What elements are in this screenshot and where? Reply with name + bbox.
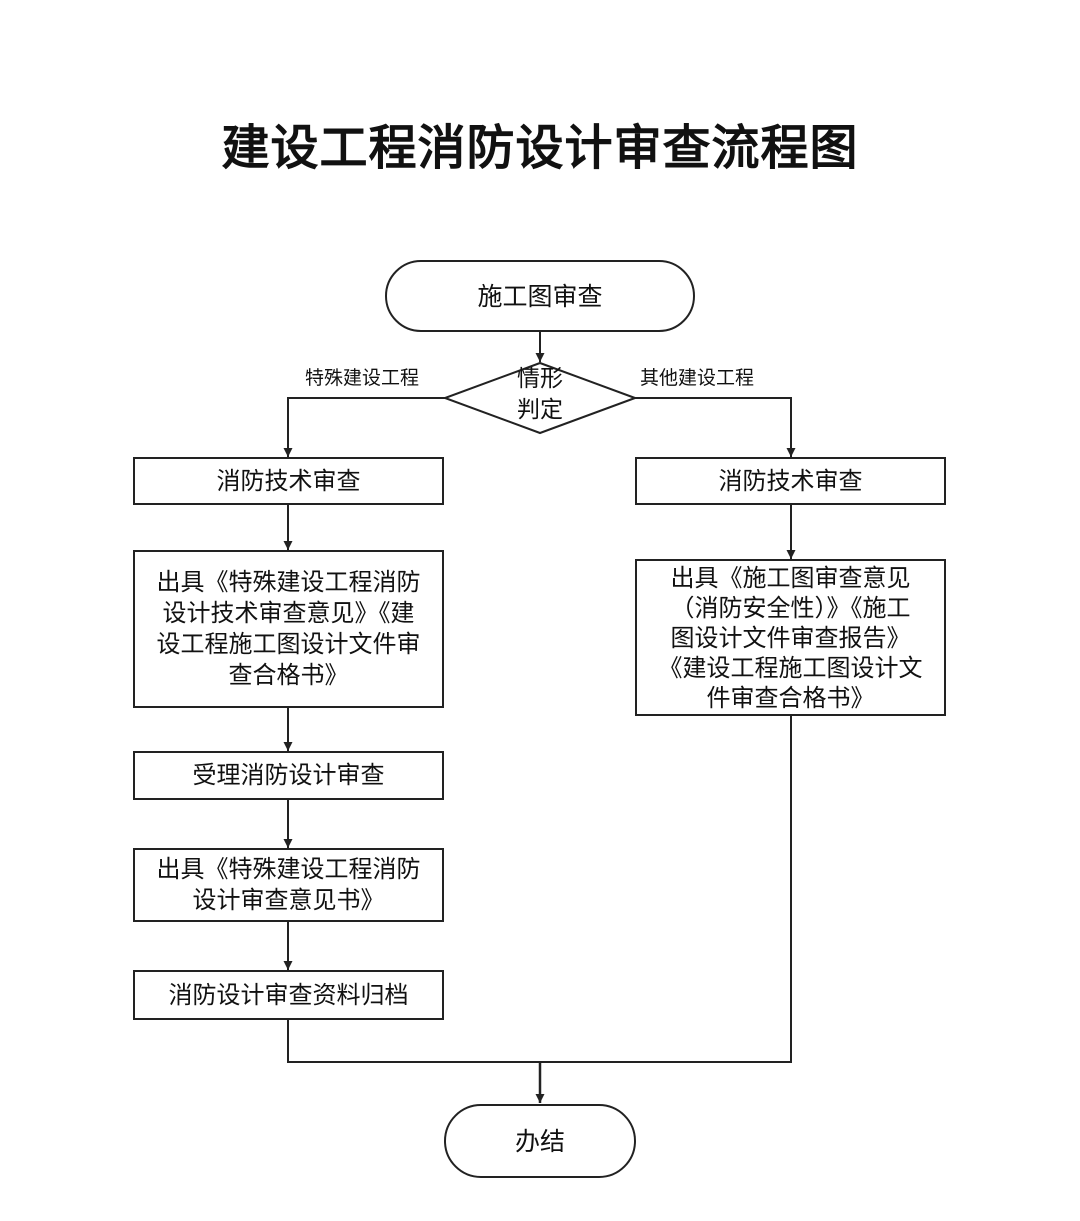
left-step-2-label: 出具《特殊建设工程消防 设计技术审查意见》《建 设工程施工图设计文件审 查合格书… — [156, 568, 421, 689]
left-step-archive-records: 消防设计审查资料归档 — [133, 970, 444, 1020]
right-step-1-label: 消防技术审查 — [718, 466, 863, 495]
left-step-issue-review-opinion: 出具《特殊建设工程消防 设计审查意见书》 — [133, 848, 444, 922]
end-terminal: 办结 — [444, 1104, 636, 1178]
decision-diamond — [442, 361, 638, 435]
right-step-2-label: 出具《施工图审查意见 （消防安全性）》《施工 图设计文件审查报告》 《建设工程施… — [658, 563, 923, 712]
right-step-issue-review-documents: 出具《施工图审查意见 （消防安全性）》《施工 图设计文件审查报告》 《建设工程施… — [635, 559, 946, 716]
decision-label: 情形 判定 — [517, 366, 563, 423]
left-step-accept-design-review: 受理消防设计审查 — [133, 751, 444, 800]
start-terminal: 施工图审查 — [385, 260, 695, 332]
right-branch-label: 其他建设工程 — [640, 367, 755, 389]
left-step-1-label: 消防技术审查 — [216, 466, 361, 495]
left-step-fire-technical-review: 消防技术审查 — [133, 457, 444, 505]
start-label: 施工图审查 — [477, 281, 603, 311]
end-label: 办结 — [514, 1126, 565, 1156]
connector-decision-to-left — [283, 397, 445, 457]
left-step-issue-technical-opinion: 出具《特殊建设工程消防 设计技术审查意见》《建 设工程施工图设计文件审 查合格书… — [133, 550, 444, 708]
connector-decision-to-right — [635, 397, 796, 457]
connector-right-to-merge — [540, 716, 792, 1063]
right-step-fire-technical-review: 消防技术审查 — [635, 457, 946, 505]
left-branch-label: 特殊建设工程 — [305, 367, 420, 389]
page-title: 建设工程消防设计审查流程图 — [221, 120, 859, 176]
left-step-4-label: 出具《特殊建设工程消防 设计审查意见书》 — [156, 855, 421, 914]
left-step-5-label: 消防设计审查资料归档 — [168, 980, 409, 1009]
connector-left-to-merge — [287, 1020, 540, 1063]
left-step-3-label: 受理消防设计审查 — [192, 761, 385, 789]
